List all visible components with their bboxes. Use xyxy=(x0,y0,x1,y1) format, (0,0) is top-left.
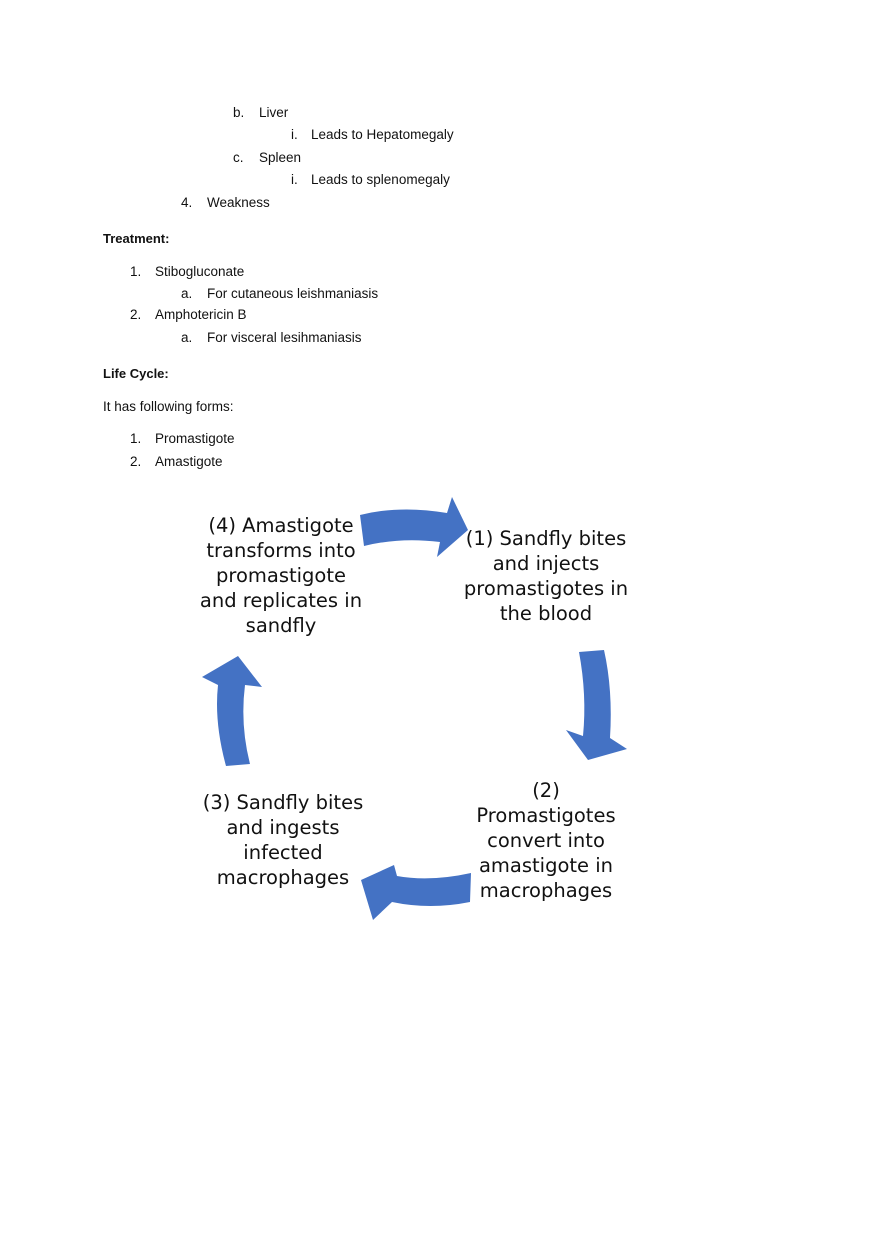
list-marker-a: a. xyxy=(181,286,193,301)
list-marker-2: 2. xyxy=(130,307,142,322)
list-item-weakness: Weakness xyxy=(207,195,270,210)
list-marker-i: i. xyxy=(291,172,298,187)
list-marker-1: 1. xyxy=(130,264,142,279)
arrow-bottom-icon xyxy=(361,865,471,920)
list-marker-i: i. xyxy=(291,127,298,142)
list-item-splenomegaly: Leads to splenomegaly xyxy=(311,172,450,187)
list-marker-4: 4. xyxy=(181,195,193,210)
list-item-liver: Liver xyxy=(259,105,289,120)
list-marker-2: 2. xyxy=(130,454,142,469)
treatment-sub-cutaneous: For cutaneous leishmaniasis xyxy=(207,286,379,301)
list-marker-c: c. xyxy=(233,150,244,165)
list-marker-b: b. xyxy=(233,105,245,120)
list-marker-a: a. xyxy=(181,330,193,345)
treatment-item-amphotericin: Amphotericin B xyxy=(155,307,247,322)
list-item-hepatomegaly: Leads to Hepatomegaly xyxy=(311,127,454,142)
arrow-right-icon xyxy=(566,650,627,760)
arrow-left-icon xyxy=(202,656,262,766)
form-promastigote: Promastigote xyxy=(155,431,235,446)
cycle-step-4: (4) Amastigote transforms into promastig… xyxy=(199,514,363,637)
form-amastigote: Amastigote xyxy=(155,454,223,469)
life-cycle-heading: Life Cycle: xyxy=(103,366,169,381)
cycle-step-3: (3) Sandfly bites and ingests infected m… xyxy=(202,791,364,889)
treatment-item-stibogluconate: Stibogluconate xyxy=(155,264,245,279)
list-item-spleen: Spleen xyxy=(259,150,302,165)
cycle-step-2: (2) Promastigotes convert into amastigot… xyxy=(476,779,616,902)
cycle-step-1: (1) Sandfly bites and injects promastigo… xyxy=(463,527,629,625)
arrow-top-icon xyxy=(360,497,468,557)
treatment-heading: Treatment: xyxy=(103,231,170,246)
life-cycle-intro: It has following forms: xyxy=(103,399,234,414)
treatment-sub-visceral: For visceral lesihmaniasis xyxy=(207,330,362,345)
list-marker-1: 1. xyxy=(130,431,142,446)
